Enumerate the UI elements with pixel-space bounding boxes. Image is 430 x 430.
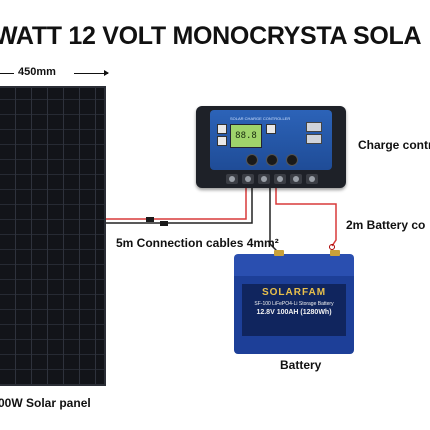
panel-indicator-icon [217, 124, 227, 134]
controller-faceplate: SOLAR CHARGE CONTROLLER 88.8 [210, 110, 332, 170]
wire-panel-black [106, 188, 253, 224]
battery-brand: SOLARFAM [261, 287, 327, 298]
dimension-label: 450mm [18, 66, 56, 78]
terminal-screw-icon [242, 174, 254, 184]
controller-lcd: 88.8 [230, 124, 262, 148]
battery-capacity: 12.8V 100AH (1280Wh) [256, 309, 332, 316]
dimension-line-left [0, 73, 14, 74]
terminal-screw-icon [306, 174, 318, 184]
controller-button [286, 154, 298, 166]
solar-panel-cells [0, 88, 104, 384]
dimension-arrow-icon [104, 70, 109, 76]
battery-label-plate: SOLARFAM SF-100 LiFePO4-Li Storage Batte… [242, 284, 346, 336]
terminal-screw-icon [274, 174, 286, 184]
solar-panel-label: 00W Solar panel [0, 396, 91, 410]
controller-button [246, 154, 258, 166]
load-indicator-icon [266, 124, 276, 134]
page-title: WATT 12 VOLT MONOCRYSTA SOLA [0, 22, 422, 50]
wire-panel-red [106, 188, 247, 220]
battery-cable-label: 2m Battery co [346, 218, 426, 232]
dimension-line-right [74, 73, 108, 74]
battery-image: SOLARFAM SF-100 LiFePO4-Li Storage Batte… [234, 250, 354, 354]
battery-lid [234, 250, 354, 278]
controller-button [266, 154, 278, 166]
battery-model: SF-100 LiFePO4-Li Storage Battery [254, 301, 334, 307]
terminal-screw-icon [258, 174, 270, 184]
usb-port-icon [306, 122, 322, 132]
mc4-connector [160, 221, 168, 226]
mc4-connector [146, 217, 154, 222]
charge-controller-image: SOLAR CHARGE CONTROLLER 88.8 [196, 106, 346, 188]
battery-indicator-icon [217, 136, 227, 146]
battery-label: Battery [280, 358, 322, 372]
solar-panel-image [0, 86, 106, 386]
cable-ring-terminal [329, 244, 335, 250]
wire-battery-red [275, 188, 337, 247]
terminal-screw-icon [226, 174, 238, 184]
connection-cables-label: 5m Connection cables 4mm² [116, 236, 279, 250]
battery-terminal-icon [330, 250, 340, 256]
charge-controller-label: Charge contr [358, 138, 430, 152]
terminal-screw-icon [290, 174, 302, 184]
usb-port-icon [306, 134, 322, 144]
battery-terminal-icon [274, 250, 284, 256]
controller-header: SOLAR CHARGE CONTROLLER [230, 116, 291, 121]
